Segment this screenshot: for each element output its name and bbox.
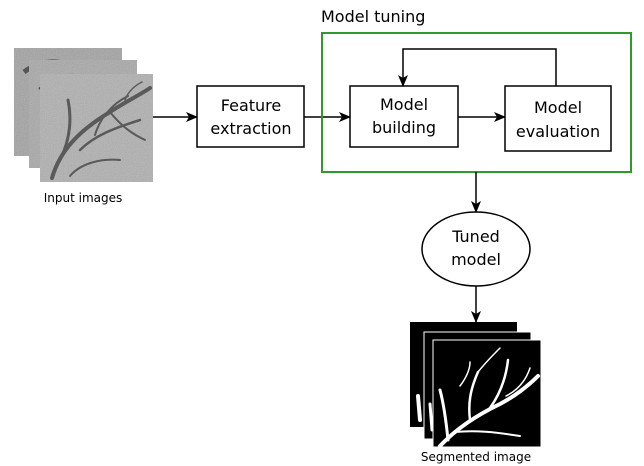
feature-extraction-label-2: extraction (210, 119, 291, 138)
feature-extraction-label-1: Feature (221, 96, 281, 115)
tuned-model-ellipse (421, 211, 531, 287)
input-images-stack (14, 48, 153, 182)
segmented-images-stack (410, 322, 542, 448)
model-evaluation-label-1: Model (534, 98, 582, 117)
input-images-label: Input images (44, 191, 123, 205)
model-evaluation-label-2: evaluation (516, 122, 600, 141)
segmented-image-front (432, 339, 542, 448)
model-evaluation-box (504, 85, 612, 152)
angiogram-vessels (50, 81, 152, 180)
segmented-image-label: Segmented image (421, 450, 531, 464)
model-building-label-2: building (372, 118, 436, 137)
vessel-mask (416, 347, 540, 448)
model-building-label-1: Model (380, 95, 428, 114)
feedback-arrow (398, 48, 557, 87)
tuned-model-label-1: Tuned (451, 227, 500, 246)
feature-extraction-box (196, 85, 305, 148)
model-tuning-title: Model tuning (321, 7, 425, 26)
tuned-model-label-2: model (451, 250, 501, 269)
